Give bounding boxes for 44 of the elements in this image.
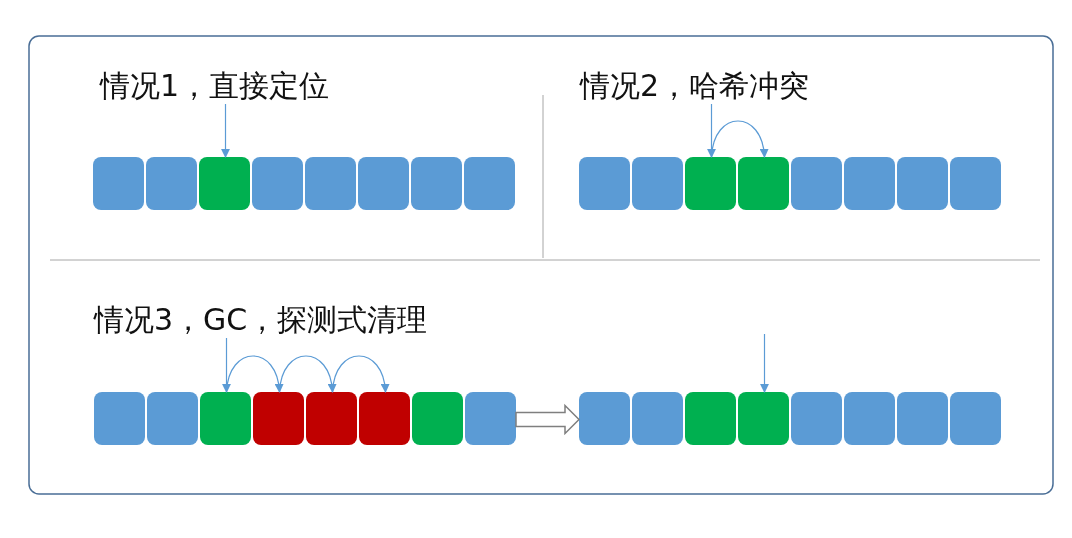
array-slot — [306, 392, 357, 445]
array-slot — [305, 157, 356, 210]
array-slot — [844, 157, 895, 210]
array-slot — [685, 392, 736, 445]
array-slot — [791, 157, 842, 210]
array-slot — [253, 392, 304, 445]
array-slot — [358, 157, 409, 210]
array-slot — [632, 157, 683, 210]
panel-heading: 情况1，直接定位 — [100, 68, 330, 104]
array-slot — [632, 392, 683, 445]
array-slot — [147, 392, 198, 445]
panel-heading: 情况3，GC，探测式清理 — [94, 302, 428, 338]
array-slot — [359, 392, 410, 445]
arrow — [222, 337, 231, 393]
array-slot — [465, 392, 516, 445]
array-slot — [897, 392, 948, 445]
arrow — [225, 355, 283, 393]
array-slot — [791, 392, 842, 445]
array-slot — [411, 157, 462, 210]
array-slot — [844, 392, 895, 445]
block-arrow — [515, 403, 581, 436]
panel-heading: 情况2，哈希冲突 — [580, 68, 810, 104]
array-slot — [950, 157, 1001, 210]
array-slot — [464, 157, 515, 210]
arrow — [278, 355, 336, 393]
array-slot — [94, 392, 145, 445]
array-slot — [200, 392, 251, 445]
array-slot — [579, 392, 630, 445]
array-slot — [199, 157, 250, 210]
array-slot — [146, 157, 197, 210]
array-slot — [412, 392, 463, 445]
array-slot — [950, 392, 1001, 445]
array-slot — [738, 157, 789, 210]
array-slot — [738, 392, 789, 445]
arrow — [760, 333, 769, 393]
arrow — [707, 103, 716, 158]
array-slot — [93, 157, 144, 210]
array-slot — [252, 157, 303, 210]
array-slot — [897, 157, 948, 210]
array-slot — [579, 157, 630, 210]
arrow — [221, 103, 230, 158]
array-slot — [685, 157, 736, 210]
arrow — [331, 355, 389, 393]
arrow — [710, 120, 768, 158]
